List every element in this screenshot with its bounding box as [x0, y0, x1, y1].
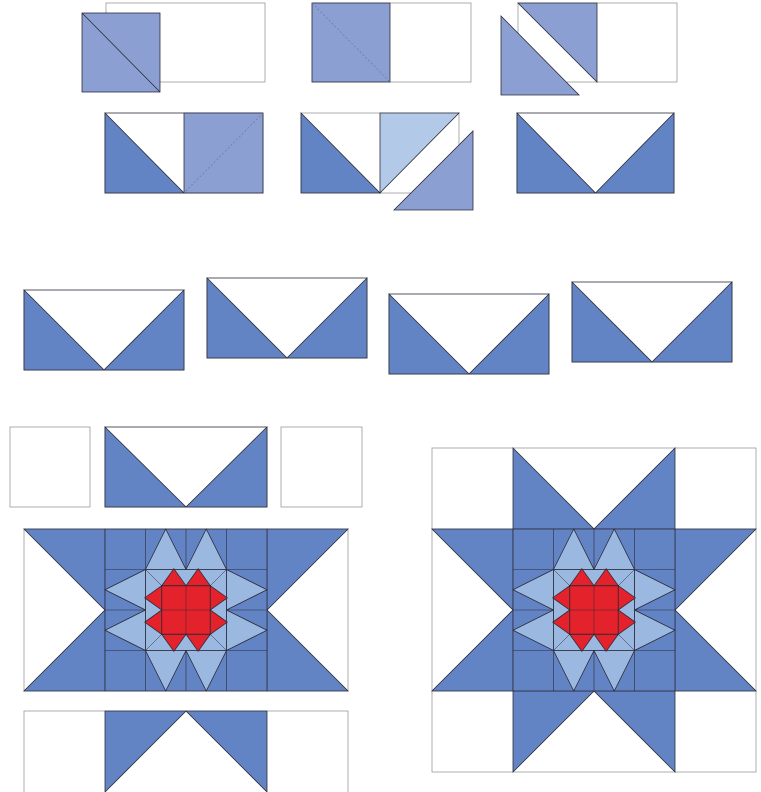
- flying-geese-unit-1: [24, 290, 184, 370]
- top-flying-geese: [105, 427, 267, 507]
- flying-geese-unit-2: [207, 278, 367, 358]
- corner-square: [10, 427, 90, 507]
- step-2-sew-diagonal: [312, 3, 471, 82]
- step-5-second-trim: [301, 113, 473, 210]
- bottom-row: [24, 711, 348, 792]
- flying-geese-unit-3: [389, 294, 549, 374]
- bottom-row-background: [24, 711, 348, 792]
- step-6-finished-unit: [517, 113, 674, 193]
- corner-square: [281, 427, 362, 507]
- step-1-square-on-rectangle: [82, 3, 265, 92]
- step-3-trim-and-press: [501, 3, 677, 95]
- step-4-second-square: [105, 113, 263, 193]
- center-star-block-left: [105, 529, 267, 691]
- flying-geese-unit-4: [572, 282, 732, 362]
- center-star-block-right: [513, 529, 675, 691]
